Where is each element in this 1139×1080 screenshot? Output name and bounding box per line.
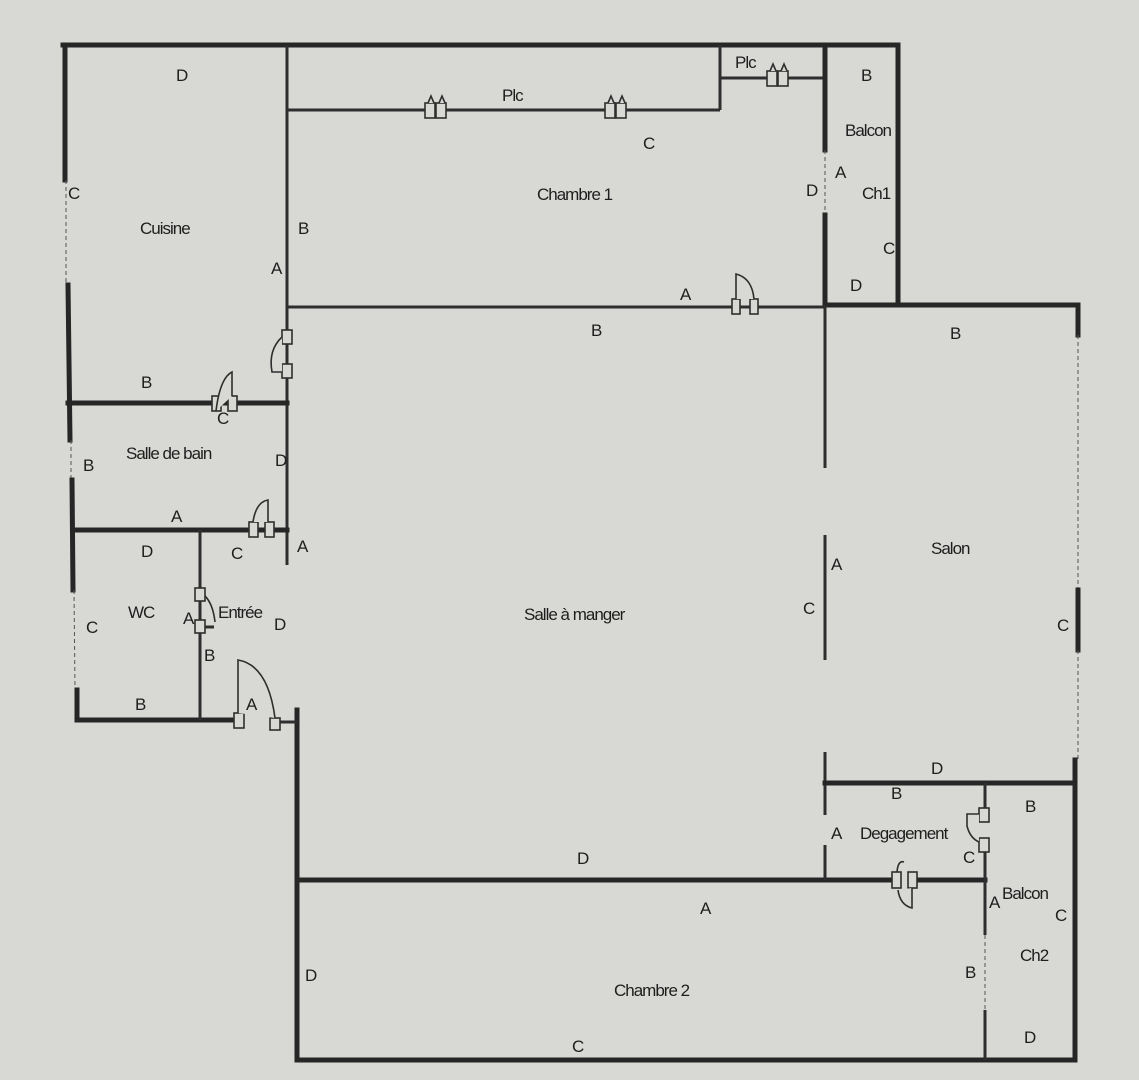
wall-letter: D [141, 542, 153, 561]
wall-letter: A [297, 537, 309, 556]
room-label-ch1: Ch1 [862, 184, 891, 203]
wall-letter: B [861, 66, 872, 85]
wall-letter: D [1024, 1028, 1036, 1047]
door-degagement-balcon[interactable] [966, 807, 990, 853]
door-chambre2[interactable] [891, 860, 918, 910]
room-label-balcon-ch1: Balcon [845, 121, 892, 140]
wall-letter: C [217, 409, 229, 428]
wall-letter: A [680, 285, 692, 304]
wall-letter: C [86, 618, 98, 637]
wall-letter: A [700, 899, 712, 918]
door-chambre1[interactable] [731, 272, 759, 315]
wall-letter: D [806, 181, 818, 200]
wall-letter: B [83, 456, 94, 475]
room-label-entree: Entrée [218, 603, 263, 622]
room-label-chambre2: Chambre 2 [614, 981, 690, 1000]
wall-letter: C [643, 134, 655, 153]
wall-letter: B [1025, 797, 1036, 816]
wall-letter: C [883, 239, 895, 258]
wall-letter: A [831, 555, 843, 574]
wall-left [65, 282, 73, 443]
wall-letter: A [835, 163, 847, 182]
room-label-wc: WC [128, 603, 155, 622]
room-label-plc: Plc [735, 53, 757, 72]
wall-letter: A [183, 609, 195, 628]
wall-letter: A [171, 507, 183, 526]
wall-letter: D [931, 759, 943, 778]
wall-letter: B [298, 219, 309, 238]
room-labels: Cuisine Chambre 1 Plc Plc Balcon Ch1 Sal… [126, 53, 1050, 1000]
door-cuisine[interactable] [270, 329, 293, 379]
radiator-plc-1 [424, 93, 447, 119]
wall-letter: A [271, 259, 283, 278]
doors [194, 61, 990, 910]
wall-letter: C [1055, 906, 1067, 925]
walls [60, 42, 1081, 1063]
wall-letter: A [246, 695, 258, 714]
wall-letter: C [231, 544, 243, 563]
wall-letter: B [141, 373, 152, 392]
radiator-plc-2 [604, 93, 627, 119]
wall-letter: C [572, 1037, 584, 1056]
wall-letter: D [850, 276, 862, 295]
room-label-balcon-ch2: Balcon [1002, 884, 1049, 903]
room-label-salle-de-bain: Salle de bain [126, 444, 212, 463]
wall-letter: B [891, 784, 902, 803]
wall-letter: D [577, 849, 589, 868]
wall-letter: D [274, 615, 286, 634]
room-label-cuisine: Cuisine [140, 219, 190, 238]
room-label-degagement: Degagement [860, 824, 949, 843]
wall-letter: C [963, 848, 975, 867]
wall-letter: B [950, 324, 961, 343]
wall-letter: A [831, 824, 843, 843]
door-entree[interactable] [233, 659, 297, 731]
wall-letter: D [305, 966, 317, 985]
radiator-plc-3 [766, 61, 789, 87]
wall-letter: B [135, 695, 146, 714]
wall-letter: B [204, 646, 215, 665]
wall-letter: C [803, 599, 815, 618]
room-label-chambre1: Chambre 1 [537, 185, 613, 204]
room-label-salle-a-manger: Salle à manger [524, 605, 626, 624]
wall-letter: A [989, 893, 1001, 912]
room-label-plc: Plc [502, 86, 524, 105]
door-wc[interactable] [194, 587, 216, 634]
wall-left [69, 477, 76, 593]
window-wc [73, 589, 76, 691]
wall-letter: C [1057, 616, 1069, 635]
wall-letter: C [68, 184, 80, 203]
wall-letter: B [965, 963, 976, 982]
door-wc-bain[interactable] [248, 499, 275, 538]
wall-letter: B [591, 321, 602, 340]
wall-letter: D [275, 451, 287, 470]
room-label-salon: Salon [931, 539, 970, 558]
room-label-ch2: Ch2 [1020, 946, 1049, 965]
wall-letter: D [176, 66, 188, 85]
door-salle-de-bain[interactable] [211, 370, 238, 412]
